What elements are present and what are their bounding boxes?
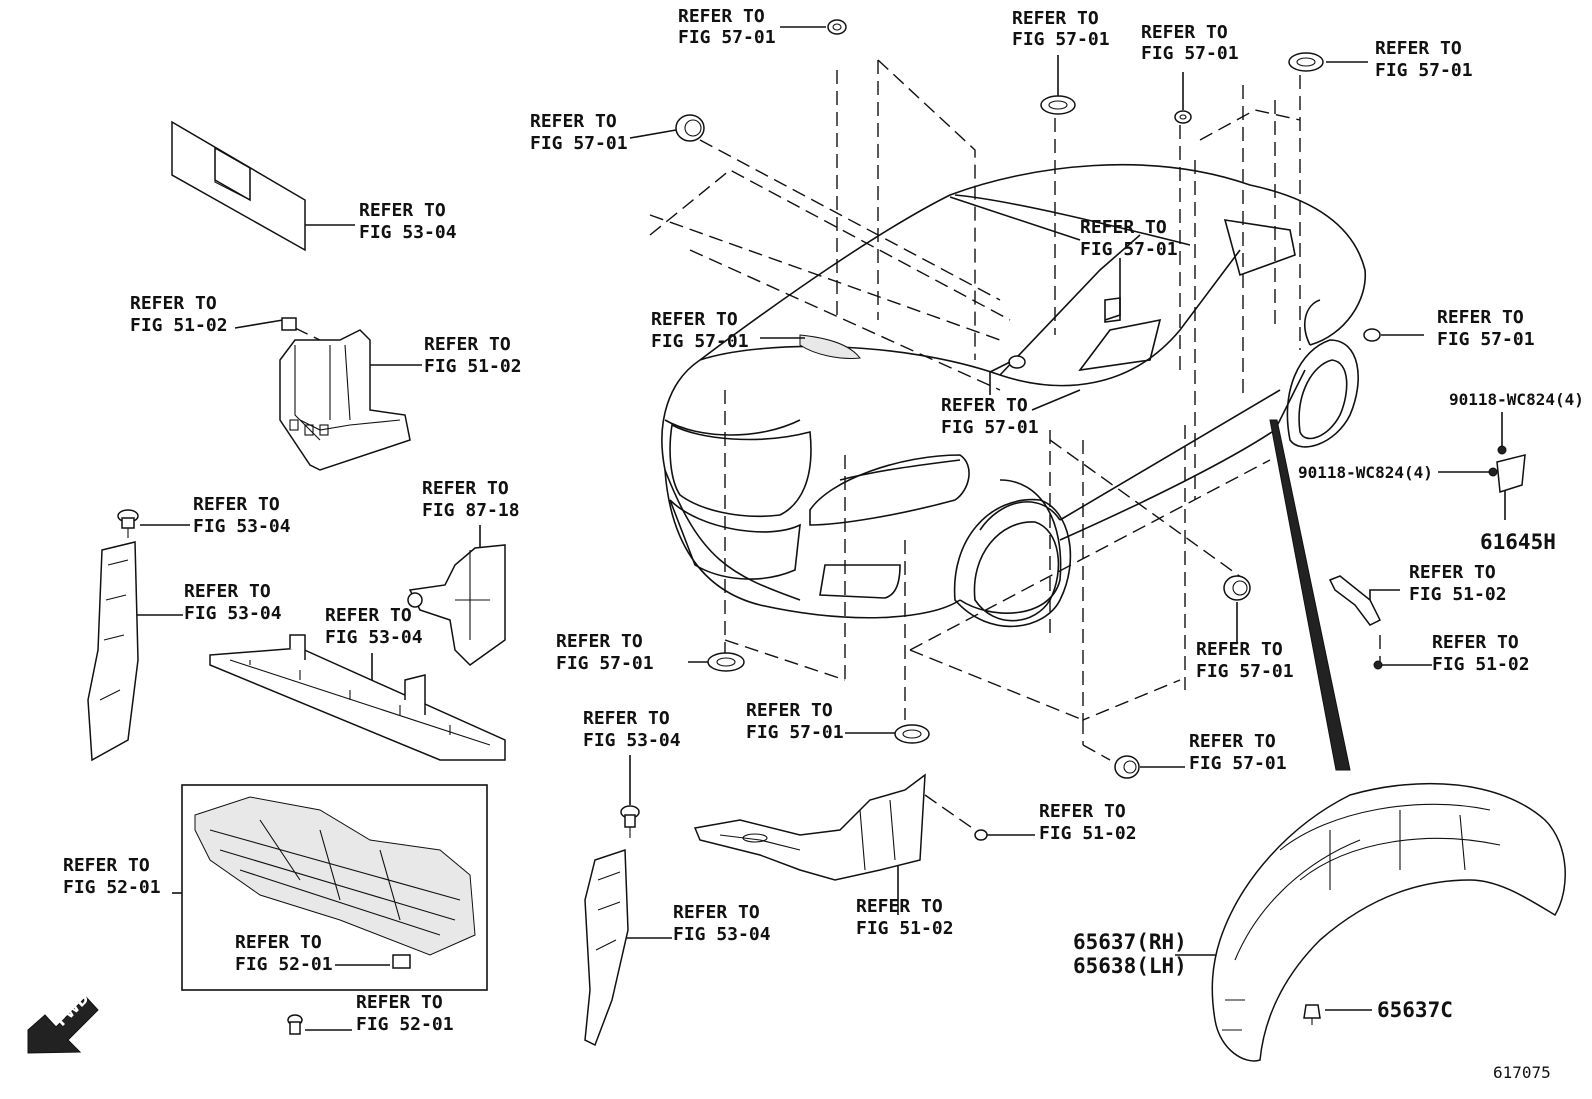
- screw-part-lower: [620, 805, 640, 838]
- callout-c8-l1: REFER TO: [130, 293, 217, 314]
- callout-c3-l1: REFER TO: [1141, 22, 1228, 43]
- callout-c9-l1: REFER TO: [424, 334, 511, 355]
- callout-c14-l2: FIG 87-18: [422, 500, 520, 521]
- side-seal-lower: [584, 848, 629, 1047]
- callout-c24-l2: FIG 51-02: [1039, 823, 1137, 844]
- callout-c12-l1: REFER TO: [941, 395, 1028, 416]
- callout-c29-l1: REFER TO: [356, 992, 443, 1013]
- body-plugs: [675, 19, 1381, 779]
- callout-c28-l2: FIG 52-01: [235, 954, 333, 975]
- bolt-part: [287, 1014, 303, 1035]
- callout-c16-l2: FIG 53-04: [325, 627, 423, 648]
- callout-c26-l1: REFER TO: [673, 902, 760, 923]
- callout-c2-l1: REFER TO: [1012, 8, 1099, 29]
- callout-c1-l1: REFER TO: [678, 6, 765, 27]
- diagram-reference-number: 617075: [1493, 1063, 1551, 1082]
- callout-c1-l2: FIG 57-01: [678, 27, 776, 48]
- car-body: [661, 163, 1366, 628]
- part-number-liner-rh: 65637(RH): [1073, 930, 1187, 954]
- callout-c12-l2: FIG 57-01: [941, 417, 1039, 438]
- callout-c3-l2: FIG 57-01: [1141, 43, 1239, 64]
- fwd-arrow: FWD: [27, 989, 99, 1054]
- callout-c25-l2: FIG 52-01: [63, 877, 161, 898]
- part-number-group: 90118-WC824(4) 90118-WC824(4) 61645H 656…: [1073, 390, 1584, 1082]
- bracket-61645H: [1488, 445, 1526, 493]
- callout-c10-l2: FIG 57-01: [651, 331, 749, 352]
- air-guide: [407, 544, 506, 666]
- callout-c15-l1: REFER TO: [184, 581, 271, 602]
- callout-c11-l2: FIG 57-01: [1437, 329, 1535, 350]
- callout-c19-l2: FIG 57-01: [1196, 661, 1294, 682]
- front-rail: [209, 634, 506, 761]
- callout-c6-l2: FIG 53-04: [359, 222, 457, 243]
- callout-c28-l1: REFER TO: [235, 932, 322, 953]
- callout-c11-l1: REFER TO: [1437, 307, 1524, 328]
- callout-c13-l1: REFER TO: [193, 494, 280, 515]
- callout-c10-l1: REFER TO: [651, 309, 738, 330]
- callout-c15-l2: FIG 53-04: [184, 603, 282, 624]
- callout-c13-l2: FIG 53-04: [193, 516, 291, 537]
- insulator-sheet: [171, 120, 306, 252]
- callout-c23-l2: FIG 57-01: [1189, 753, 1287, 774]
- callout-c21-l1: REFER TO: [746, 700, 833, 721]
- callout-c29-l2: FIG 52-01: [356, 1014, 454, 1035]
- callout-c17-l1: REFER TO: [1409, 562, 1496, 583]
- callout-c9-l2: FIG 51-02: [424, 356, 522, 377]
- callout-c5-l1: REFER TO: [530, 111, 617, 132]
- callout-c27-l2: FIG 51-02: [856, 918, 954, 939]
- callout-c20-l1: REFER TO: [556, 631, 643, 652]
- callout-c20-l2: FIG 57-01: [556, 653, 654, 674]
- callout-c16-l1: REFER TO: [325, 605, 412, 626]
- leader-lines: [135, 26, 1506, 1031]
- clip-part: [281, 317, 297, 331]
- callout-c26-l2: FIG 53-04: [673, 924, 771, 945]
- callout-c19-l1: REFER TO: [1196, 639, 1283, 660]
- callout-c21-l2: FIG 57-01: [746, 722, 844, 743]
- part-number-bracket: 61645H: [1480, 530, 1556, 554]
- callout-c8-l2: FIG 51-02: [130, 315, 228, 336]
- fender-splash-shield: [693, 773, 926, 881]
- callout-c18-l1: REFER TO: [1432, 632, 1519, 653]
- callout-c14-l1: REFER TO: [422, 478, 509, 499]
- callout-c24-l1: REFER TO: [1039, 801, 1126, 822]
- callout-c2-l2: FIG 57-01: [1012, 29, 1110, 50]
- part-number-clip: 65637C: [1377, 998, 1453, 1022]
- callout-text-group: REFER TO FIG 57-01 REFER TO FIG 57-01 RE…: [63, 6, 1535, 1035]
- side-seal-left: [87, 541, 139, 762]
- callout-c7-l1: REFER TO: [1080, 217, 1167, 238]
- screw-part: [117, 509, 139, 538]
- part-number-liner-lh: 65638(LH): [1073, 954, 1187, 978]
- callout-c7-l2: FIG 57-01: [1080, 239, 1178, 260]
- clip-small: [974, 829, 988, 841]
- callout-c27-l1: REFER TO: [856, 896, 943, 917]
- callout-c22-l1: REFER TO: [583, 708, 670, 729]
- mud-bracket: [1328, 575, 1383, 670]
- part-number-bolt-b: 90118-WC824(4): [1298, 463, 1433, 482]
- fender-liner: [1211, 782, 1566, 1062]
- dashed-projection-lines: [294, 59, 1381, 831]
- clip-65637C: [1303, 1004, 1321, 1025]
- part-number-bolt-a: 90118-WC824(4): [1449, 390, 1584, 409]
- splash-shield-upper: [279, 329, 411, 471]
- callout-c6-l1: REFER TO: [359, 200, 446, 221]
- callout-c4-l1: REFER TO: [1375, 38, 1462, 59]
- engine-undercover: [181, 784, 488, 991]
- callout-c17-l2: FIG 51-02: [1409, 584, 1507, 605]
- callout-c4-l2: FIG 57-01: [1375, 60, 1473, 81]
- callout-c18-l2: FIG 51-02: [1432, 654, 1530, 675]
- callout-c25-l1: REFER TO: [63, 855, 150, 876]
- callout-c5-l2: FIG 57-01: [530, 133, 628, 154]
- callout-c22-l2: FIG 53-04: [583, 730, 681, 751]
- callout-c23-l1: REFER TO: [1189, 731, 1276, 752]
